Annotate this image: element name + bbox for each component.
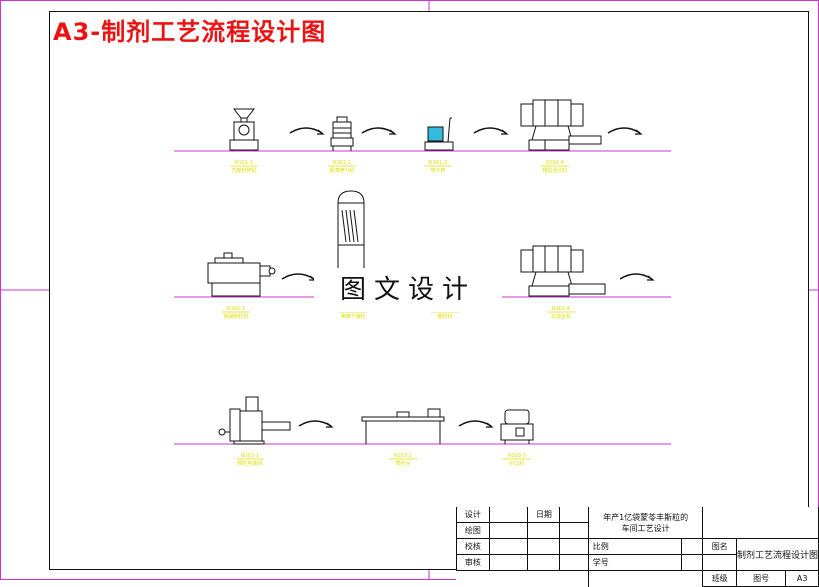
- flow-arrow: [458, 420, 492, 427]
- tb-scale-value: [681, 538, 704, 555]
- tb-blank-5: [527, 554, 561, 571]
- inner-border: [49, 11, 809, 570]
- equipment-r101-2: [330, 116, 354, 151]
- title-block: 设计 日期 年产1亿袋蒙苓丰斯粒的 车间工艺设计 绘图 校核 比例 图名 制剂工…: [456, 507, 819, 587]
- tb-student-id-label: 学号: [587, 554, 683, 571]
- tb-class-label: 班级: [702, 570, 737, 587]
- tb-project-line-2: 车间工艺设计: [621, 523, 670, 533]
- equipment-name: 万能粉碎机: [231, 167, 256, 174]
- tb-date-value: [559, 507, 589, 523]
- flow-arrow-head: [317, 129, 325, 135]
- equipment-r103-2: [361, 408, 445, 444]
- flow-arrows: [281, 127, 655, 428]
- flow-arrow-head: [486, 422, 494, 428]
- flow-arrow: [607, 127, 641, 134]
- equipment-name: 质检台: [395, 460, 410, 467]
- tb-review-value: [488, 554, 529, 571]
- equipment-name: 封口机: [509, 460, 524, 467]
- tb-project-line-1: 年产1亿袋蒙苓丰斯粒的: [603, 512, 689, 522]
- equipment-tag: R101-4: [546, 160, 564, 166]
- tb-blank-bottom-left: [456, 570, 589, 587]
- tb-project-cell: 年产1亿袋蒙苓丰斯粒的 车间工艺设计: [587, 507, 704, 539]
- equipment-name: 电子秤: [430, 167, 445, 174]
- equipment-name: 总混合机: [551, 313, 571, 320]
- tb-design-label: 设计: [456, 507, 490, 523]
- flow-arrow-head: [389, 129, 397, 135]
- tb-blank-3: [527, 538, 561, 555]
- equipment-name: 槽型混合机: [542, 167, 567, 174]
- tb-blank-4: [559, 538, 589, 555]
- equipment-r101-4: [520, 99, 602, 151]
- watermark-text: 图文设计: [314, 268, 502, 312]
- tb-review-label: 审核: [456, 554, 490, 571]
- tb-sheet-no-label: 图号: [735, 570, 787, 587]
- equipment-tag: R102-1: [227, 306, 245, 312]
- flow-arrow-head: [501, 129, 509, 135]
- tb-check-label: 校核: [456, 538, 490, 555]
- flow-arrow-head: [326, 422, 334, 428]
- tb-blank-2: [559, 522, 589, 539]
- equipment-name: 摇摆制粒机: [223, 313, 248, 320]
- equipment-tag: R101-3: [429, 160, 447, 166]
- equipment-r101-1: [229, 108, 259, 151]
- equipment-r102-2: [337, 190, 365, 268]
- tb-sheet-name-label: 图名: [702, 538, 737, 555]
- equipment-name: 振荡筛分机: [329, 167, 354, 174]
- equipment-name: 颗粒包装机: [237, 460, 262, 467]
- tb-blank-6: [559, 554, 589, 571]
- equipment-tag: R103-3: [508, 453, 526, 459]
- flow-arrow: [289, 127, 323, 134]
- tb-blank-top-right: [702, 507, 819, 539]
- flow-arrow-head: [635, 129, 643, 135]
- equipment-name: 沸腾干燥机: [340, 313, 365, 320]
- equipment-tag: R101-2: [333, 160, 351, 166]
- equipment-tag: R103-1: [241, 453, 259, 459]
- tb-blank-1: [527, 522, 561, 539]
- equipment-r103-1: [218, 396, 291, 445]
- equipment-tag: R102-4: [552, 306, 570, 312]
- tb-date-label: 日期: [527, 507, 561, 523]
- tb-sheet-name: 制剂工艺流程设计图: [735, 538, 819, 571]
- equipment-r103-3: [500, 409, 534, 444]
- flow-arrow: [361, 127, 395, 134]
- tb-blank-7: [702, 554, 737, 571]
- drawing-title: A3-制剂工艺流程设计图: [53, 18, 327, 46]
- tb-blank-bottom-mid: [587, 570, 704, 587]
- equipment-tag: R103-2: [394, 453, 412, 459]
- equipment-r101-3: [424, 117, 454, 151]
- tb-scale-label: 比例: [587, 538, 683, 555]
- flow-arrow: [473, 127, 507, 134]
- flow-arrow-head: [647, 275, 655, 281]
- tb-drawing-value: [488, 522, 529, 539]
- flow-arrow: [281, 273, 315, 280]
- equipment-tag: R101-1: [235, 160, 253, 166]
- flow-arrow: [619, 273, 653, 280]
- tb-design-value: [488, 507, 529, 523]
- tb-check-value: [488, 538, 529, 555]
- tb-student-id-value: [681, 554, 704, 571]
- equipment-r102-1: [207, 252, 276, 297]
- tb-sheet-no: A3: [785, 570, 819, 587]
- tb-drawing-label: 绘图: [456, 522, 490, 539]
- equipment-r102-4: [520, 245, 606, 297]
- equipment-name: 整粒机: [437, 313, 452, 320]
- flow-arrow: [298, 420, 332, 427]
